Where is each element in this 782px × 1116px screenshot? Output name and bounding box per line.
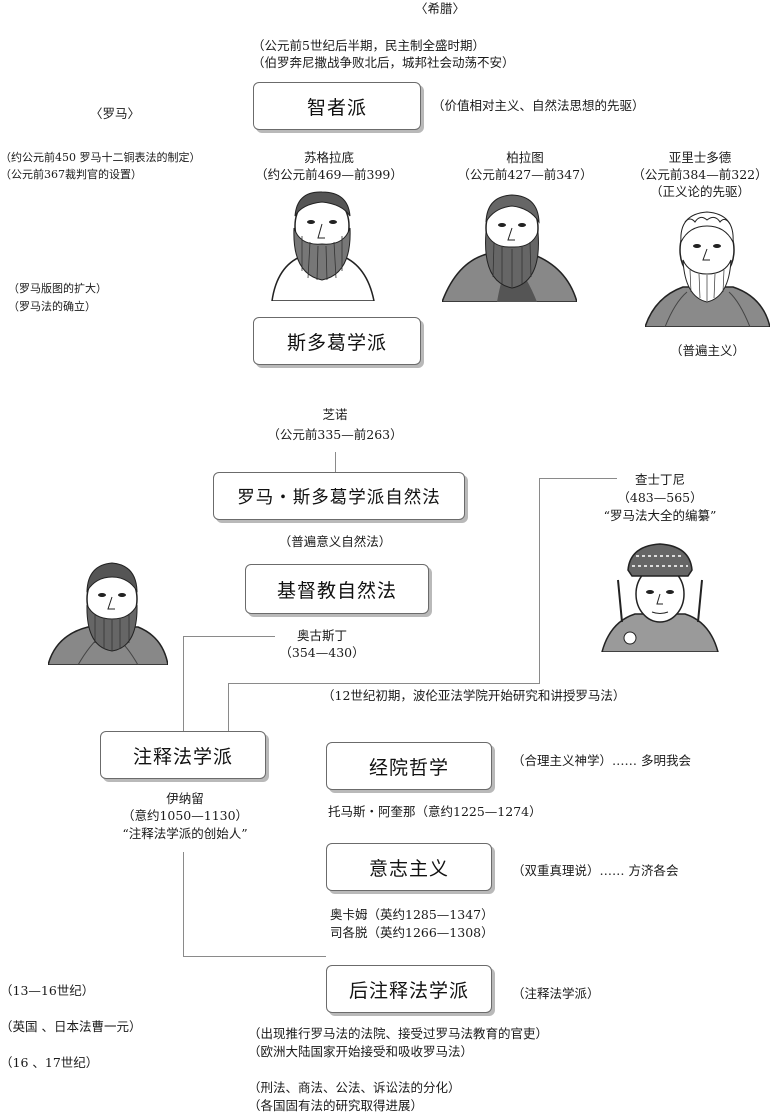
greece-period-1: （公元前5世纪后半期，民主制全盛时期） <box>252 38 485 53</box>
plato-dates: （公元前427—前347） <box>457 167 593 182</box>
roman-stoic-box: 罗马・斯多葛学派自然法 <box>213 472 465 520</box>
sophists-label: 智者派 <box>306 96 367 119</box>
justinian-portrait <box>601 543 719 652</box>
zeno-dates: （公元前335—前263） <box>267 427 403 442</box>
voluntarism-person-2: 司各脱（英约1266—1308） <box>330 925 494 940</box>
socrates-dates: （约公元前469—前399） <box>255 167 403 182</box>
bologna-note: （12世纪初期，波伦亚法学院开始研究和讲授罗马法） <box>322 688 626 703</box>
augustine-name: 奥古斯丁 <box>296 628 347 643</box>
rome-note-tables: （约公元前450 罗马十二铜表法的制定） <box>0 151 201 164</box>
stoics-box: 斯多葛学派 <box>253 317 421 365</box>
left-note-3: （16 、17世纪） <box>0 1055 99 1070</box>
plato-portrait <box>442 194 577 302</box>
voluntarism-person-1: 奥卡姆（英约1285—1347） <box>330 907 494 922</box>
greece-period-2: （伯罗奔尼撒战争败北后，城邦社会动荡不安） <box>252 55 515 70</box>
rome-note-praetor: （公元前367裁判官的设置） <box>0 168 142 181</box>
justinian-dates: （483—565） <box>617 490 703 505</box>
glossators-label: 注释法学派 <box>132 745 233 768</box>
scholastic-box: 经院哲学 <box>326 742 492 790</box>
aristotle-name: 亚里士多德 <box>668 150 732 165</box>
post-glossators-box: 后注释法学派 <box>326 965 492 1013</box>
christian-label: 基督教自然法 <box>276 579 397 602</box>
aristotle-dates: （公元前384—前322） <box>632 167 768 182</box>
rome-note-law: （罗马法的确立） <box>8 300 96 313</box>
aristotle-portrait <box>645 211 770 327</box>
voluntarism-label: 意志主义 <box>368 857 449 880</box>
scholastic-person: 托马斯・阿奎那（意约1225—1274） <box>328 804 542 819</box>
post-glossators-note-2: （欧洲大陆国家开始接受和吸收罗马法） <box>248 1044 474 1059</box>
connector-bologna-vertical <box>228 683 229 731</box>
roman-stoic-label: 罗马・斯多葛学派自然法 <box>237 487 441 508</box>
post-glossators-note-3: （刑法、商法、公法、诉讼法的分化） <box>248 1080 461 1095</box>
aristotle-note: （正义论的先驱） <box>649 184 750 199</box>
connector-zeno-to-roman-stoic <box>335 452 336 472</box>
voluntarism-box: 意志主义 <box>326 843 492 891</box>
scholastic-label: 经院哲学 <box>368 756 449 779</box>
roman-stoic-note: （普遍意义自然法） <box>278 534 392 549</box>
sophists-note: （价值相对主义、自然法思想的先驱） <box>432 98 645 113</box>
rome-note-expansion: （罗马版图的扩大） <box>8 282 107 295</box>
irnerius-note: “注释法学派的创始人” <box>122 826 248 841</box>
justinian-name: 查士丁尼 <box>634 472 685 487</box>
post-glossators-note-1: （出现推行罗马法的法院、接受过罗马法教育的官吏） <box>248 1026 549 1041</box>
post-glossators-note: （注释法学派） <box>512 986 600 1001</box>
irnerius-dates: （意约1050—1130） <box>121 808 249 823</box>
rome-header: 〈罗马〉 <box>90 106 141 121</box>
left-note-2: （英国 、日本法曹一元） <box>0 1019 142 1034</box>
socrates-portrait <box>271 191 375 301</box>
post-glossators-note-4: （各国固有法的研究取得进展） <box>248 1098 424 1113</box>
connector-justinian-vertical <box>539 478 540 683</box>
irnerius-name: 伊纳留 <box>166 791 204 806</box>
sophists-box: 智者派 <box>253 82 421 130</box>
greece-header: 〈希腊〉 <box>414 1 465 16</box>
stoics-note: （普遍主义） <box>670 343 746 358</box>
glossators-box: 注释法学派 <box>100 731 266 779</box>
connector-bologna-horizontal <box>228 683 540 684</box>
augustine-portrait <box>48 562 168 665</box>
justinian-note: “罗马法大全的编纂” <box>603 508 717 523</box>
christian-box: 基督教自然法 <box>245 564 429 614</box>
zeno-name: 芝诺 <box>322 407 348 422</box>
connector-irnerius-vertical <box>183 852 184 957</box>
stoics-label: 斯多葛学派 <box>286 331 387 354</box>
augustine-dates: （354—430） <box>279 645 365 660</box>
connector-augustine-vertical <box>183 636 184 731</box>
scholastic-note: （合理主义神学）…… 多明我会 <box>512 753 691 768</box>
connector-justinian-horizontal <box>539 478 617 479</box>
connector-augustine-horizontal <box>183 636 275 637</box>
post-glossators-label: 后注释法学派 <box>348 979 469 1002</box>
socrates-name: 苏格拉底 <box>303 150 354 165</box>
plato-name: 柏拉图 <box>506 150 544 165</box>
left-note-1: （13—16世纪） <box>0 983 95 998</box>
connector-to-post-glossators <box>183 956 326 957</box>
voluntarism-note: （双重真理说）…… 方济各会 <box>512 863 679 878</box>
